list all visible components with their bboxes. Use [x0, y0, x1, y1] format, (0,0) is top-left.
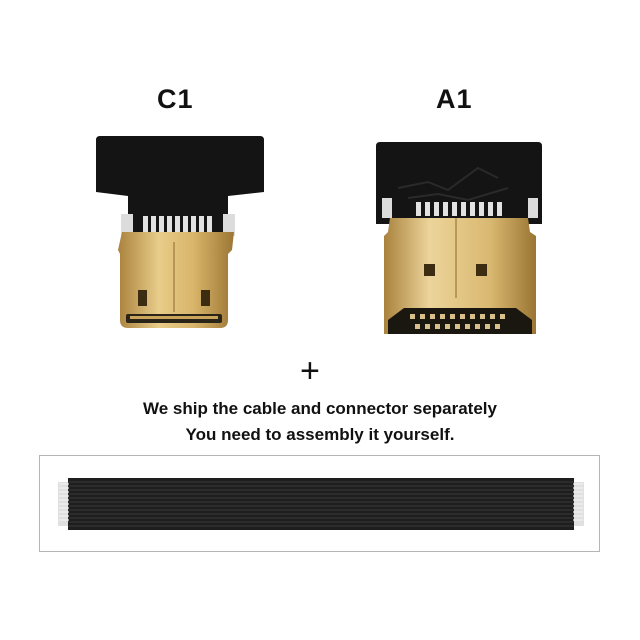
mini-hdmi-connector-image — [96, 136, 264, 328]
connector-label-a1: A1 — [436, 84, 473, 114]
connector-label-c1: C1 — [157, 84, 194, 114]
flat-ribbon-cable-image — [58, 478, 584, 530]
cable-frame — [39, 455, 600, 552]
assembly-note: You need to assembly it yourself. — [185, 425, 455, 444]
shipping-note: We ship the cable and connector separate… — [143, 399, 497, 418]
plus-symbol: + — [300, 352, 320, 390]
hdmi-connector-image — [376, 142, 542, 334]
